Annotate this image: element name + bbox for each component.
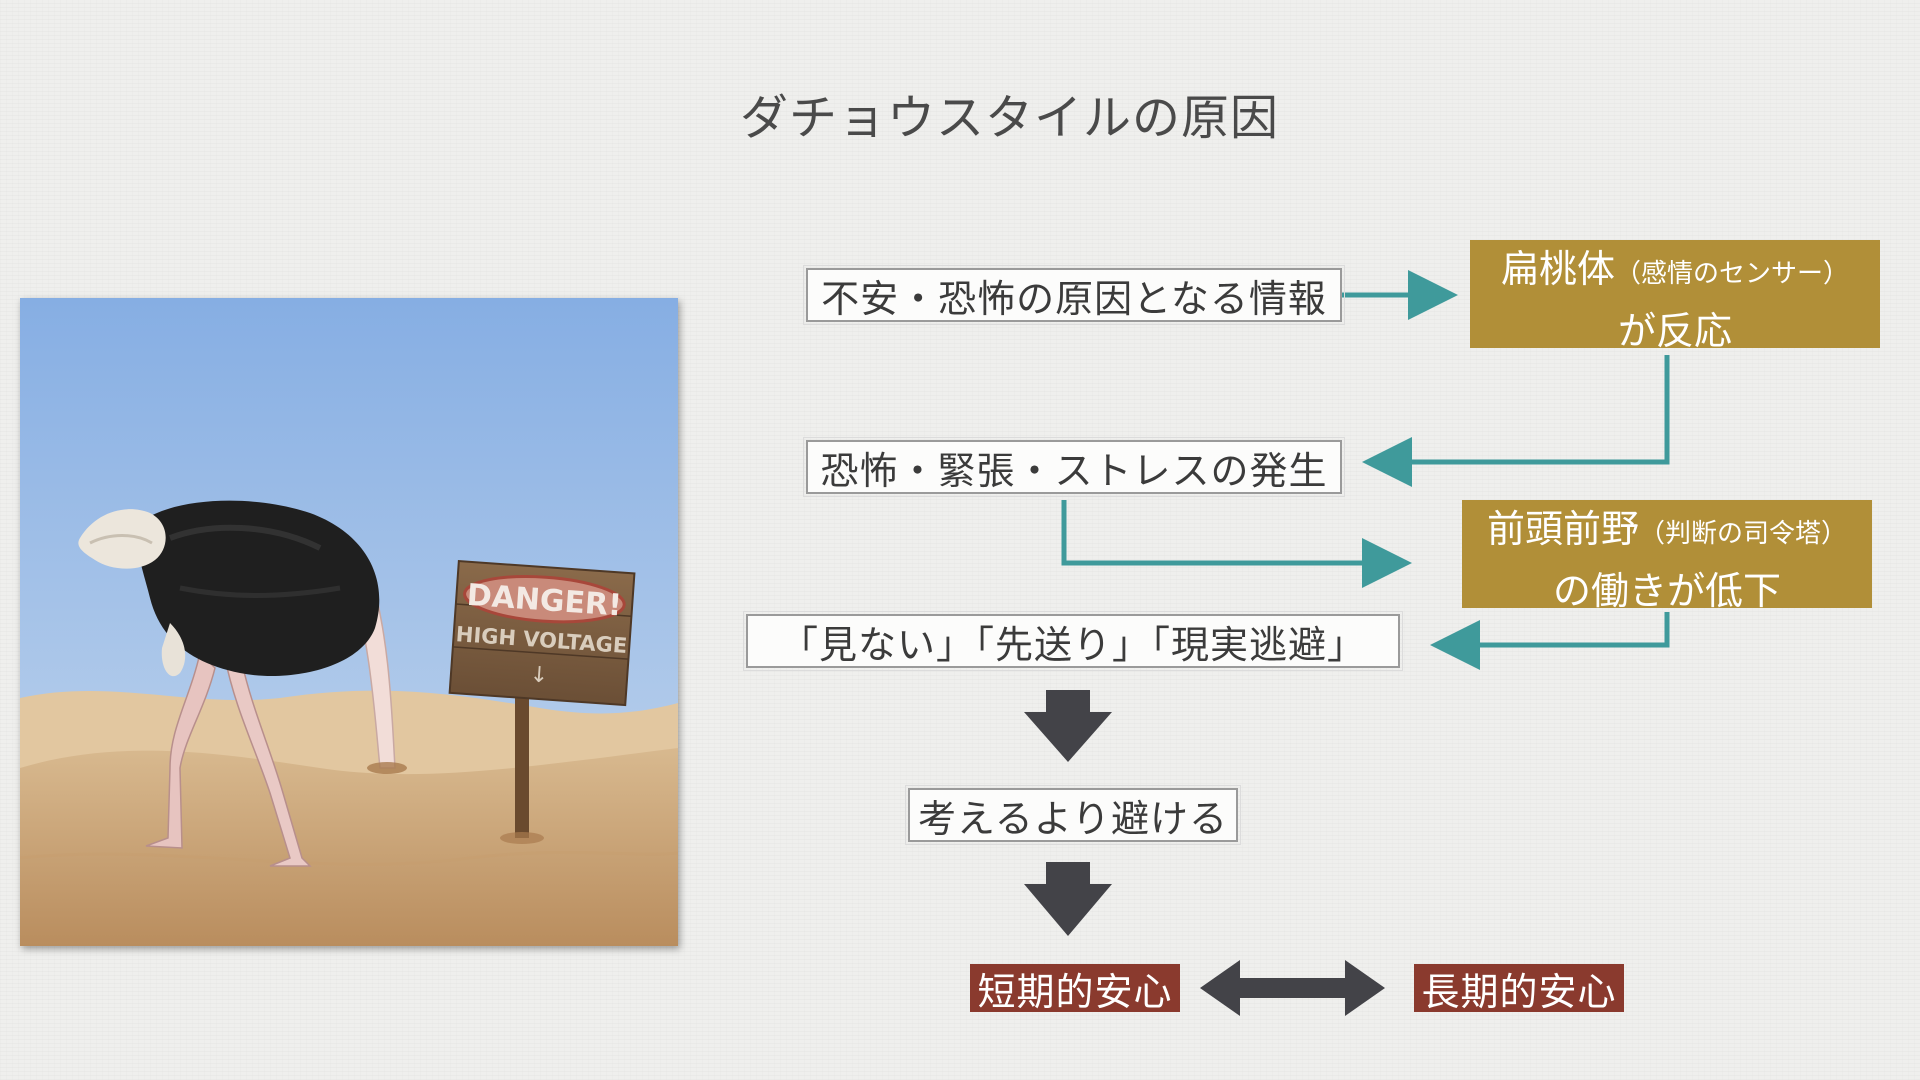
svg-text:↓: ↓ — [529, 662, 549, 688]
prefrontal-box: 前頭前野（判断の司令塔） の働きが低下 — [1462, 500, 1872, 613]
prefrontal-decline: の働きが低下 — [1552, 569, 1781, 613]
amygdala-note: （感情のセンサー） — [1615, 259, 1850, 289]
long-term-relief-label: 長期的安心 — [1421, 969, 1617, 1014]
arrow-amygdala-to-fear — [1362, 355, 1670, 487]
prefrontal-note: （判断の司令塔） — [1639, 519, 1848, 549]
amygdala-box: 扁桃体（感情のセンサー） が反応 — [1470, 240, 1880, 353]
step-think-label: 考えるより避ける — [917, 796, 1229, 841]
long-term-relief-box: 長期的安心 — [1414, 964, 1624, 1014]
step-info-label: 不安・恐怖の原因となる情報 — [821, 276, 1327, 321]
amygdala-name: 扁桃体 — [1500, 247, 1615, 291]
amygdala-reaction: が反応 — [1617, 309, 1732, 353]
prefrontal-name: 前頭前野 — [1486, 507, 1639, 551]
ostrich-photo: DANGER! HIGH VOLTAGE ↓ — [20, 298, 678, 946]
arrow-fear-to-prefrontal — [1061, 500, 1412, 588]
step-think-box: 考えるより避ける — [905, 785, 1241, 845]
short-term-relief-box: 短期的安心 — [970, 964, 1180, 1014]
page-title: ダチョウスタイルの原因 — [740, 90, 1280, 146]
double-arrow — [1200, 960, 1385, 1016]
arrow-down-2 — [1024, 862, 1112, 936]
step-fear-box: 恐怖・緊張・ストレスの発生 — [803, 437, 1345, 497]
step-info-box: 不安・恐怖の原因となる情報 — [803, 265, 1345, 325]
short-term-relief-label: 短期的安心 — [977, 969, 1173, 1014]
step-avoid-box: 「見ない」「先送り」「現実逃避」 — [743, 611, 1403, 671]
arrow-down-1 — [1024, 690, 1112, 762]
step-avoid-label: 「見ない」「先送り」「現実逃避」 — [779, 622, 1366, 667]
step-fear-label: 恐怖・緊張・ストレスの発生 — [820, 448, 1328, 493]
